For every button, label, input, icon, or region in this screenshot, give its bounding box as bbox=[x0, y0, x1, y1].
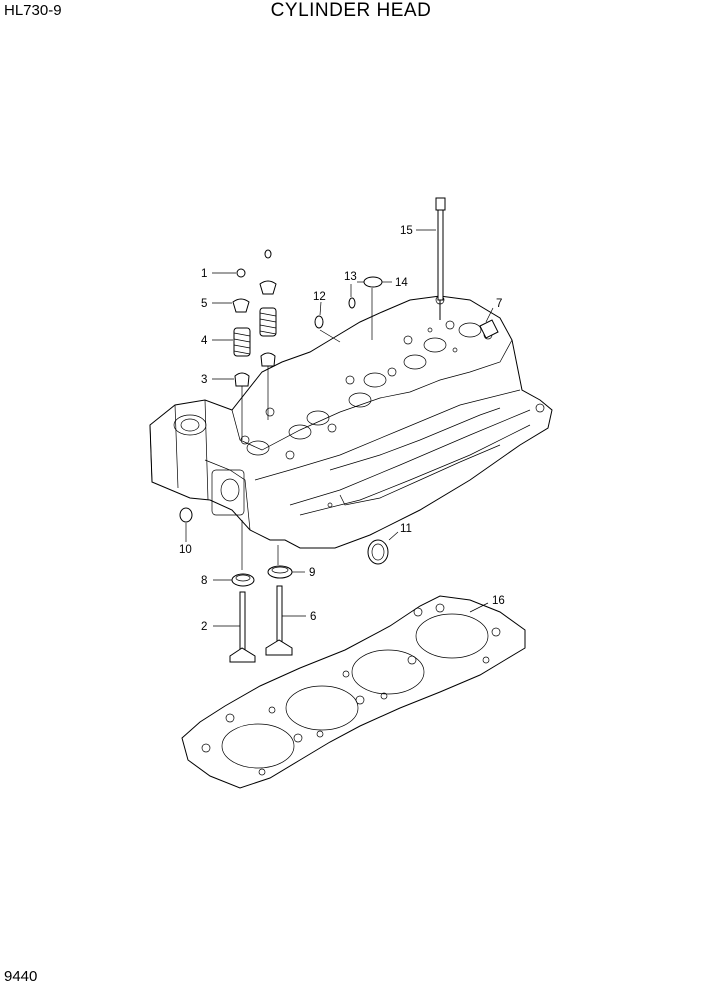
head-bolt bbox=[435, 197, 446, 320]
valve-spring-4 bbox=[233, 307, 277, 357]
callout-16: 16 bbox=[492, 595, 505, 607]
valve-seat-9 bbox=[267, 565, 293, 579]
callout-12: 12 bbox=[313, 291, 326, 303]
callout-2: 2 bbox=[201, 621, 207, 633]
valve-6 bbox=[265, 585, 293, 656]
seal-12 bbox=[314, 315, 324, 329]
callout-4: 4 bbox=[201, 335, 208, 347]
callout-leaders bbox=[185, 229, 494, 627]
valve-collet-1 bbox=[236, 268, 246, 278]
valve-seat-8 bbox=[231, 573, 255, 587]
callout-10: 10 bbox=[179, 544, 192, 556]
callout-8: 8 bbox=[201, 575, 207, 587]
callout-3: 3 bbox=[201, 374, 207, 386]
callout-5: 5 bbox=[201, 298, 207, 310]
callout-15: 15 bbox=[400, 225, 413, 237]
callout-11: 11 bbox=[400, 523, 412, 535]
model-code: HL730-9 bbox=[4, 2, 62, 19]
callout-7: 7 bbox=[496, 298, 502, 310]
seal-ring-11 bbox=[367, 539, 389, 565]
stud-7 bbox=[479, 319, 499, 339]
plug-10 bbox=[179, 507, 193, 523]
o-ring-13 bbox=[348, 297, 356, 309]
spring-retainer-5 bbox=[232, 280, 277, 313]
callout-13: 13 bbox=[344, 271, 357, 283]
callout-14: 14 bbox=[395, 277, 408, 289]
page-title: CYLINDER HEAD bbox=[270, 0, 432, 21]
head-gasket bbox=[181, 595, 526, 789]
valve-stem-seal-3 bbox=[234, 352, 276, 387]
callout-6: 6 bbox=[310, 611, 316, 623]
page-number: 9440 bbox=[4, 968, 38, 985]
valve-collet-b bbox=[264, 249, 272, 259]
cylinder-head-body bbox=[149, 295, 553, 549]
callout-1: 1 bbox=[201, 268, 207, 280]
callout-9: 9 bbox=[309, 567, 315, 579]
valve-2 bbox=[229, 591, 256, 663]
o-ring-14 bbox=[363, 276, 383, 288]
